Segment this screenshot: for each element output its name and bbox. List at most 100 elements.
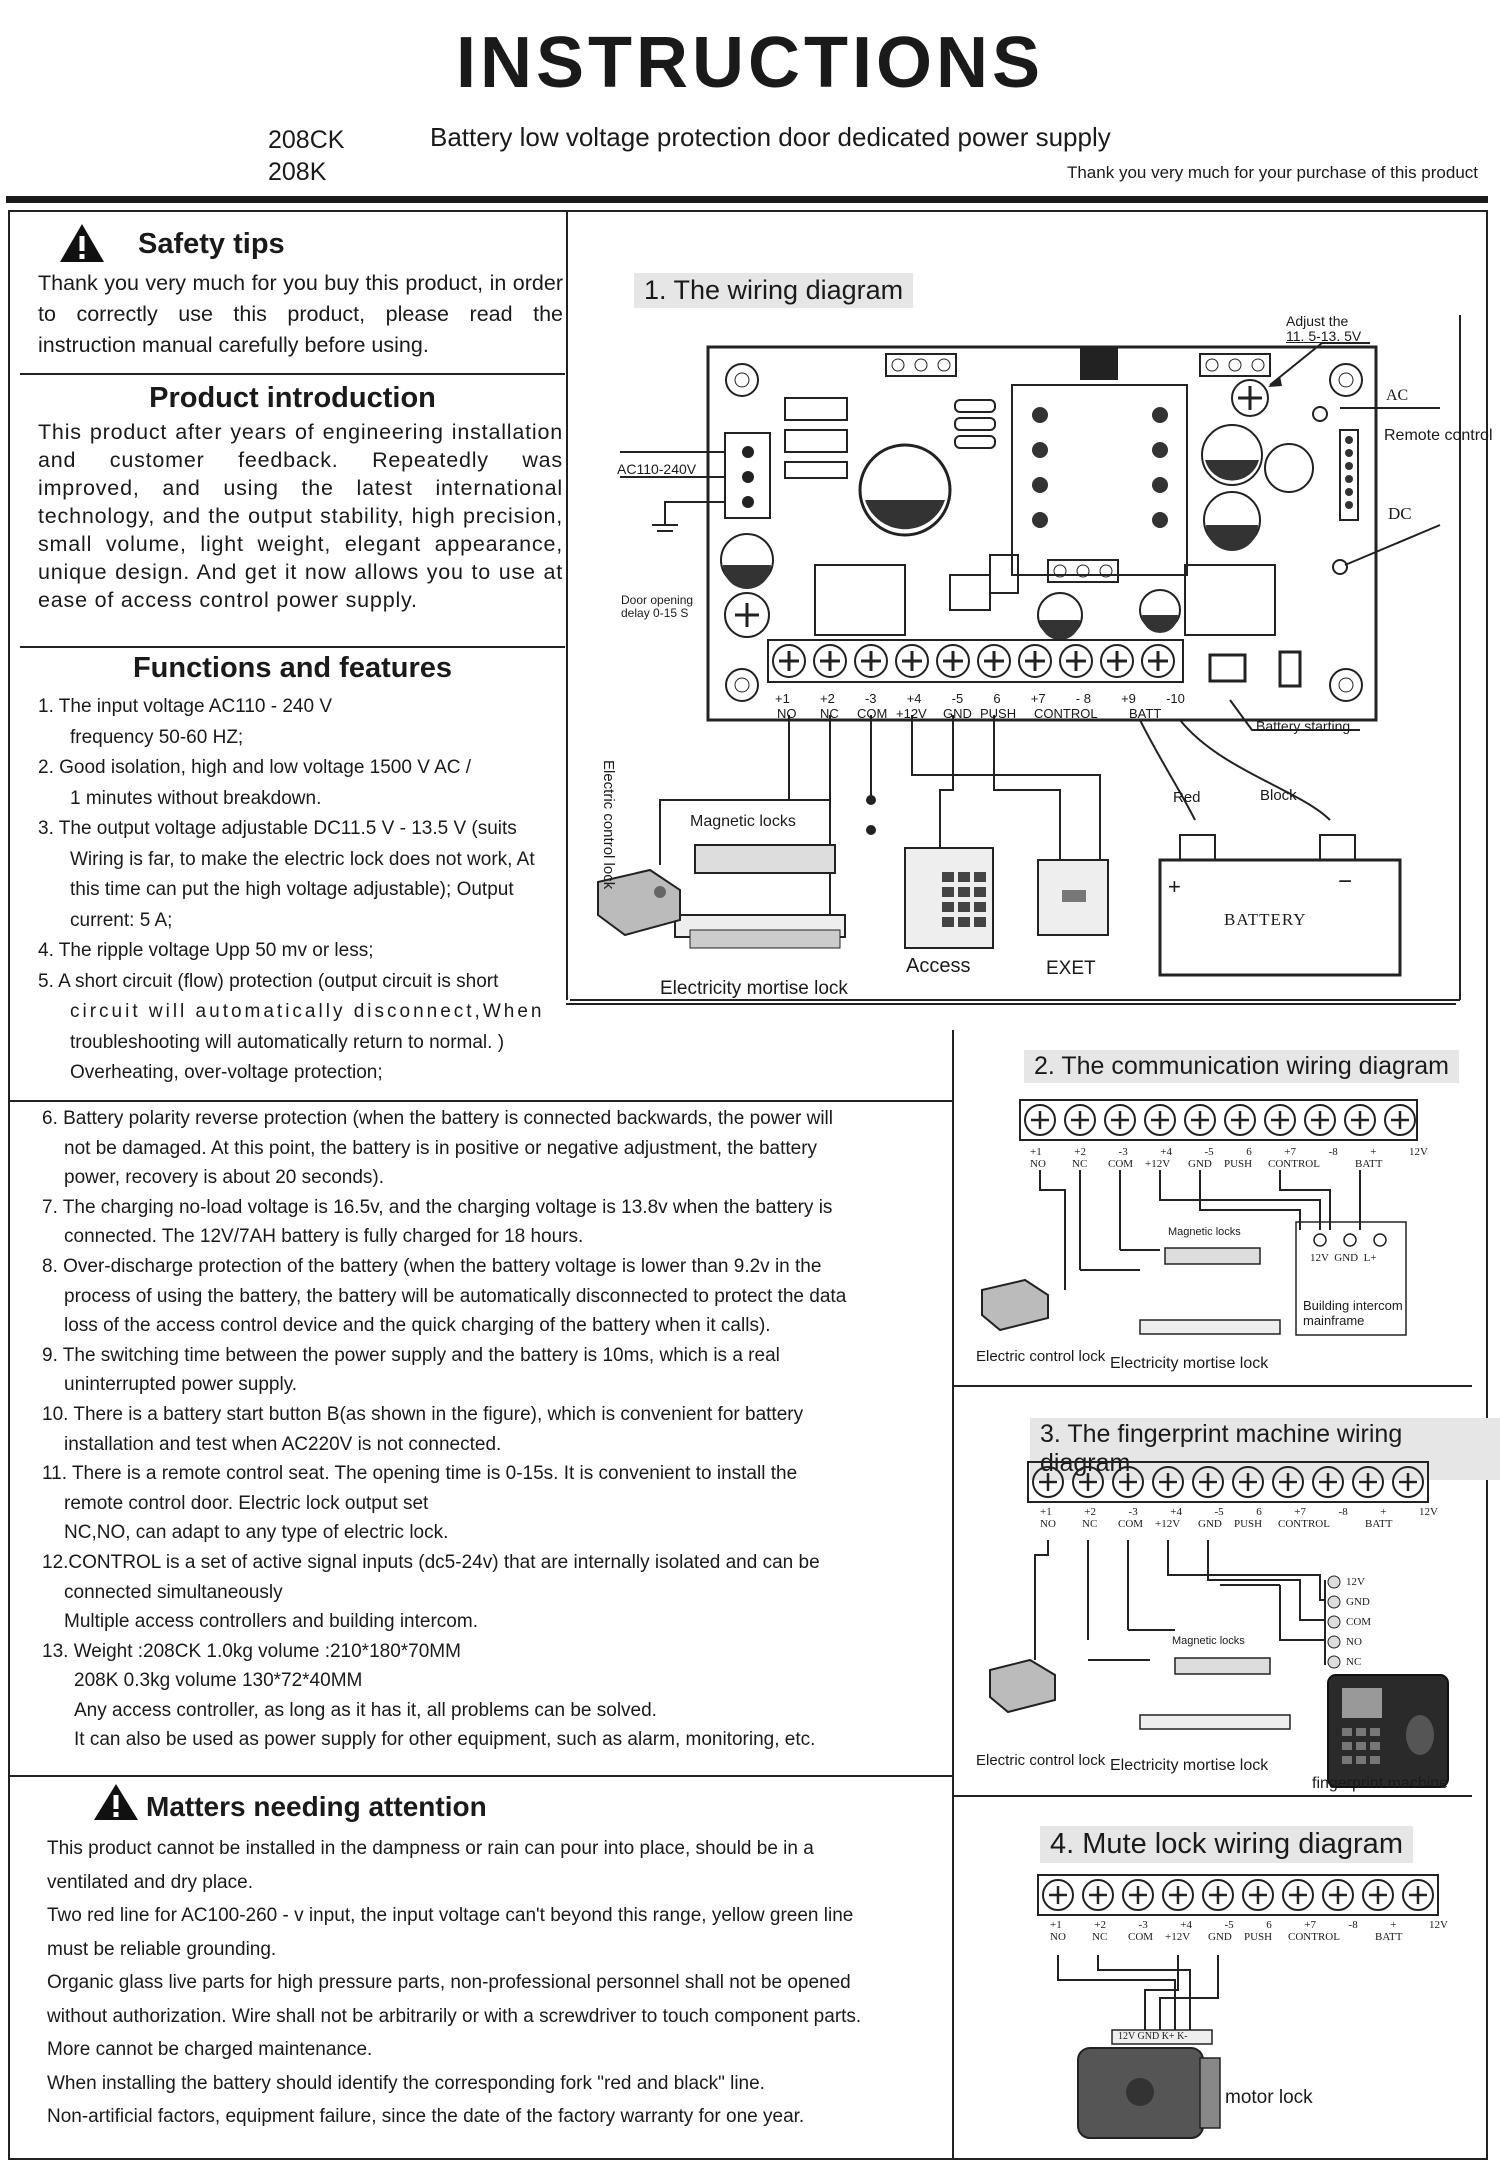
divider — [8, 1775, 953, 1777]
feature-line: 13. Weight :208CK 1.0kg volume :210*180*… — [42, 1640, 461, 1662]
fingerprint-machine-label: fingerprint machine — [1312, 1775, 1449, 1792]
feature-line: remote control door. Electric lock outpu… — [64, 1492, 429, 1514]
feature-line: Multiple access controllers and building… — [64, 1611, 478, 1633]
thanks-note: Thank you very much for your purchase of… — [1066, 163, 1478, 182]
terminal-number: -8 — [1338, 1506, 1348, 1518]
terminal-label: CONTROL — [1288, 1931, 1340, 1943]
divider — [20, 373, 565, 375]
feature-line: NC,NO, can adapt to any type of electric… — [64, 1522, 449, 1544]
wiring-diagram — [570, 315, 1461, 1001]
feature-line: 1 minutes without breakdown. — [70, 787, 322, 809]
model-208ck: 208CK — [268, 126, 345, 154]
terminal-label: NO — [1050, 1931, 1066, 1943]
terminal-number: 6 — [993, 691, 1001, 706]
terminal-label: NC — [1092, 1931, 1108, 1943]
feature-line: loss of the access control device and th… — [64, 1315, 771, 1337]
dc-label: DC — [1388, 504, 1412, 523]
intro-heading: Product introduction — [149, 382, 436, 414]
attention-line: ventilated and dry place. — [47, 1871, 253, 1893]
terminal-label: +12V — [1155, 1518, 1181, 1530]
feature-line: 12.CONTROL is a set of active signal inp… — [42, 1551, 820, 1573]
feature-line: 2. Good isolation, high and low voltage … — [38, 757, 472, 778]
pin-label: NC — [1346, 1656, 1362, 1668]
terminal-number: 6 — [1246, 1146, 1252, 1158]
left-column-divider — [566, 210, 568, 1000]
terminal-number: 12V — [1409, 1146, 1428, 1158]
terminal-label: BATT — [1365, 1518, 1393, 1530]
feature-line: current: 5 A; — [70, 909, 173, 931]
terminal-number: +4 — [1180, 1919, 1192, 1931]
terminal-number: +1 — [1030, 1146, 1042, 1158]
safety-text: Thank you very much for you buy this pro… — [38, 271, 563, 357]
battery-minus: − — [1338, 868, 1353, 895]
feature-line: 9. The switching time between the power … — [42, 1344, 780, 1366]
terminal-numbers: +1 +2 -3 +4 -5 6 +7 -8 + 12V — [1040, 1506, 1438, 1518]
terminal-number: + — [1390, 1919, 1397, 1931]
terminal-number: -5 — [1224, 1919, 1234, 1931]
intercom-label-line: Building intercom — [1303, 1298, 1403, 1313]
feature-line: 7. The charging no-load voltage is 16.5v… — [42, 1196, 833, 1218]
terminal-label: GND — [1188, 1158, 1212, 1170]
intercom-label-line: mainframe — [1303, 1313, 1365, 1328]
door-delay-line: Door opening — [621, 593, 694, 607]
terminal-label: NC — [820, 706, 839, 721]
terminal-label: BATT — [1129, 706, 1162, 721]
terminal-number: +1 — [775, 691, 790, 706]
terminal-label: CONTROL — [1034, 706, 1098, 721]
divider — [8, 1100, 953, 1102]
feature-line: uninterrupted power supply. — [64, 1374, 298, 1396]
attention-line: This product cannot be installed in the … — [47, 1838, 814, 1859]
feature-line: not be damaged. At this point, the batte… — [64, 1137, 818, 1159]
terminal-number: -3 — [1128, 1506, 1138, 1518]
terminal-label: +12V — [1145, 1158, 1171, 1170]
features-heading: Functions and features — [132, 652, 453, 684]
terminal-label: COM — [1118, 1518, 1144, 1530]
terminal-label: COM — [1128, 1931, 1154, 1943]
features-list-left: 1. The input voltage AC110 - 240 V frequ… — [38, 692, 573, 1089]
terminal-number: -5 — [1204, 1146, 1214, 1158]
terminal-number: +2 — [1084, 1506, 1096, 1518]
terminal-number: +7 — [1304, 1919, 1316, 1931]
terminal-label: PUSH — [1234, 1518, 1263, 1530]
feature-line: Overheating, over-voltage protection; — [70, 1062, 383, 1083]
magnetic-locks-label: Magnetic locks — [1168, 1226, 1241, 1238]
attention-line: must be reliable grounding. — [47, 1938, 277, 1960]
divider — [952, 1795, 1472, 1797]
terminal-number: +1 — [1040, 1506, 1052, 1518]
terminal-label: PUSH — [1244, 1931, 1273, 1943]
feature-line: 6. Battery polarity reverse protection (… — [42, 1108, 833, 1129]
terminal-label: BATT — [1355, 1158, 1383, 1170]
terminal-number: -10 — [1166, 691, 1185, 706]
battery-plus: + — [1168, 874, 1181, 899]
terminal-label: NO — [777, 706, 797, 721]
terminal-number: - 8 — [1075, 691, 1091, 706]
red-wire-label: Red — [1173, 789, 1201, 806]
terminal-label: +12V — [1165, 1931, 1191, 1943]
safety-heading: Safety tips — [138, 228, 285, 260]
adjust-label-line: Adjust the — [1286, 313, 1349, 329]
terminal-number: -5 — [951, 691, 964, 706]
exit-label: EXET — [1046, 958, 1096, 979]
terminal-label: NC — [1082, 1518, 1098, 1530]
terminal-number: -8 — [1328, 1146, 1338, 1158]
feature-line: 208K 0.3kg volume 130*72*40MM — [74, 1670, 363, 1692]
remote-control-label: Remote control — [1384, 427, 1493, 444]
terminal-label: GND — [1198, 1518, 1222, 1530]
adjust-label-line: 11. 5-13. 5V — [1286, 328, 1362, 344]
adjust-label: Adjust the 11. 5-13. 5V — [1286, 314, 1361, 344]
terminal-number: -3 — [1138, 1919, 1148, 1931]
feature-line: troubleshooting will automatically retur… — [70, 1031, 505, 1053]
terminal-number: 6 — [1256, 1506, 1262, 1518]
page-frame — [8, 210, 1488, 2160]
diagram3-title: 3. The fingerprint machine wiring diagra… — [1030, 1418, 1500, 1480]
terminal-label: GND — [943, 706, 972, 721]
intercom-pins: 12V GND L+ — [1310, 1252, 1377, 1264]
feature-line: Any access controller, as long as it has… — [74, 1699, 657, 1721]
terminal-label: NC — [1072, 1158, 1088, 1170]
attention-line: Two red line for AC100-260 - v input, th… — [47, 1905, 854, 1926]
electric-control-lock-label: Electric control lock — [976, 1348, 1106, 1365]
terminal-label: NO — [1040, 1518, 1056, 1530]
terminal-label: COM — [857, 706, 888, 721]
terminal-numbers: +1 +2 -3 +4 -5 6 +7 -8 + 12V — [1050, 1919, 1448, 1931]
divider — [952, 1385, 1472, 1387]
